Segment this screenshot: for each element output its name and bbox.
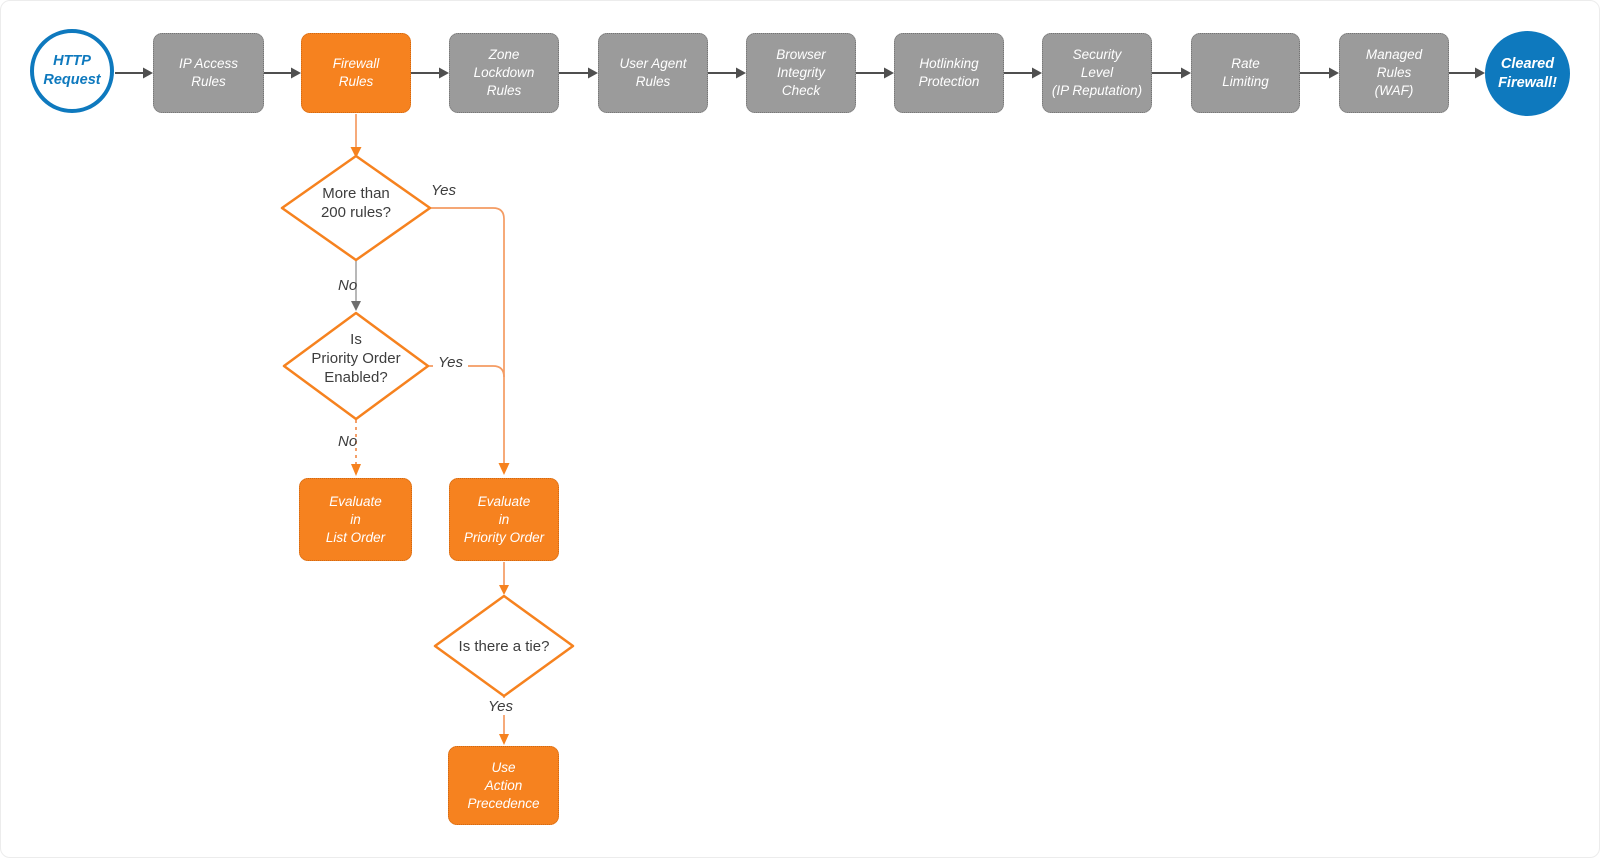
edge-label-no-2: No	[338, 433, 358, 450]
node-rate-limiting: Rate Limiting	[1191, 33, 1300, 113]
node-zone-lockdown-rules: Zone Lockdown Rules	[449, 33, 559, 113]
node-ip-access-rules: IP Access Rules	[153, 33, 264, 113]
node-browser-integrity-check: Browser Integrity Check	[746, 33, 856, 113]
edge-label-yes-3: Yes	[483, 698, 519, 715]
decision-more-than-200-rules-label: More than 200 rules?	[320, 185, 392, 221]
decision-priority-order-enabled-label: Is Priority Order Enabled?	[311, 331, 401, 386]
node-user-agent-rules: User Agent Rules	[598, 33, 708, 113]
decision-more-than-200-rules-shape	[280, 154, 432, 262]
node-security-level-ip-reputation: Security Level (IP Reputation)	[1042, 33, 1152, 113]
node-firewall-rules: Firewall Rules	[301, 33, 411, 113]
decision-is-there-a-tie-label: Is there a tie?	[458, 638, 550, 655]
node-evaluate-in-list-order: Evaluate in List Order	[299, 478, 412, 561]
node-hotlinking-protection: Hotlinking Protection	[894, 33, 1004, 113]
node-use-action-precedence: Use Action Precedence	[448, 746, 559, 825]
node-http-request: HTTP Request	[30, 29, 114, 113]
node-cleared-firewall: Cleared Firewall!	[1485, 31, 1570, 116]
edge-label-no-1: No	[338, 277, 358, 294]
decision-is-there-a-tie-shape	[433, 594, 575, 698]
edge-label-yes-1: Yes	[431, 182, 457, 199]
decision-priority-order-enabled-shape	[282, 311, 430, 421]
node-managed-rules-waf: Managed Rules (WAF)	[1339, 33, 1449, 113]
edge-label-yes-2: Yes	[433, 354, 469, 371]
node-evaluate-in-priority-order: Evaluate in Priority Order	[449, 478, 559, 561]
